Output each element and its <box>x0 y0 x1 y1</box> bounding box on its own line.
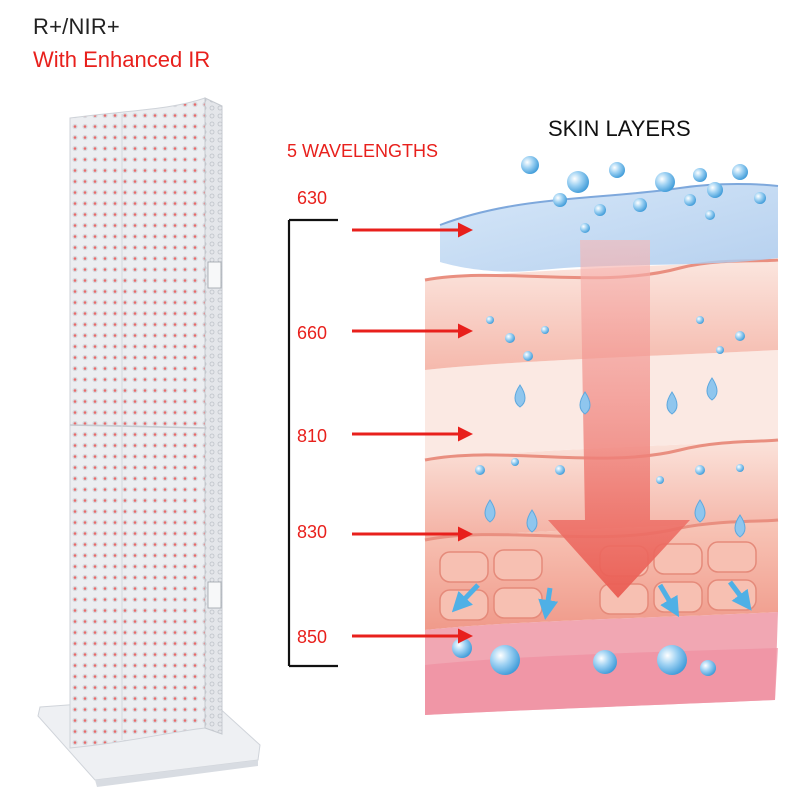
wavelength-label-850: 850 <box>297 627 328 647</box>
skin-layers-illustration <box>424 156 779 715</box>
control-display-upper <box>207 261 222 289</box>
product-subtitle: With Enhanced IR <box>33 47 211 72</box>
red-light-panel-device <box>37 97 261 787</box>
control-display-lower <box>207 581 222 609</box>
wavelengths-title: 5 WAVELENGTHS <box>287 141 439 161</box>
wavelength-label-810: 810 <box>297 426 328 446</box>
wavelength-label-830: 830 <box>297 522 328 542</box>
penetration-arrow <box>548 240 690 598</box>
product-title: R+/NIR+ <box>33 14 120 39</box>
skin-layers-title: SKIN LAYERS <box>548 116 691 141</box>
wavelength-label-630: 630 <box>297 188 328 208</box>
wavelength-bracket <box>287 218 338 668</box>
wavelength-label-660: 660 <box>297 323 328 343</box>
